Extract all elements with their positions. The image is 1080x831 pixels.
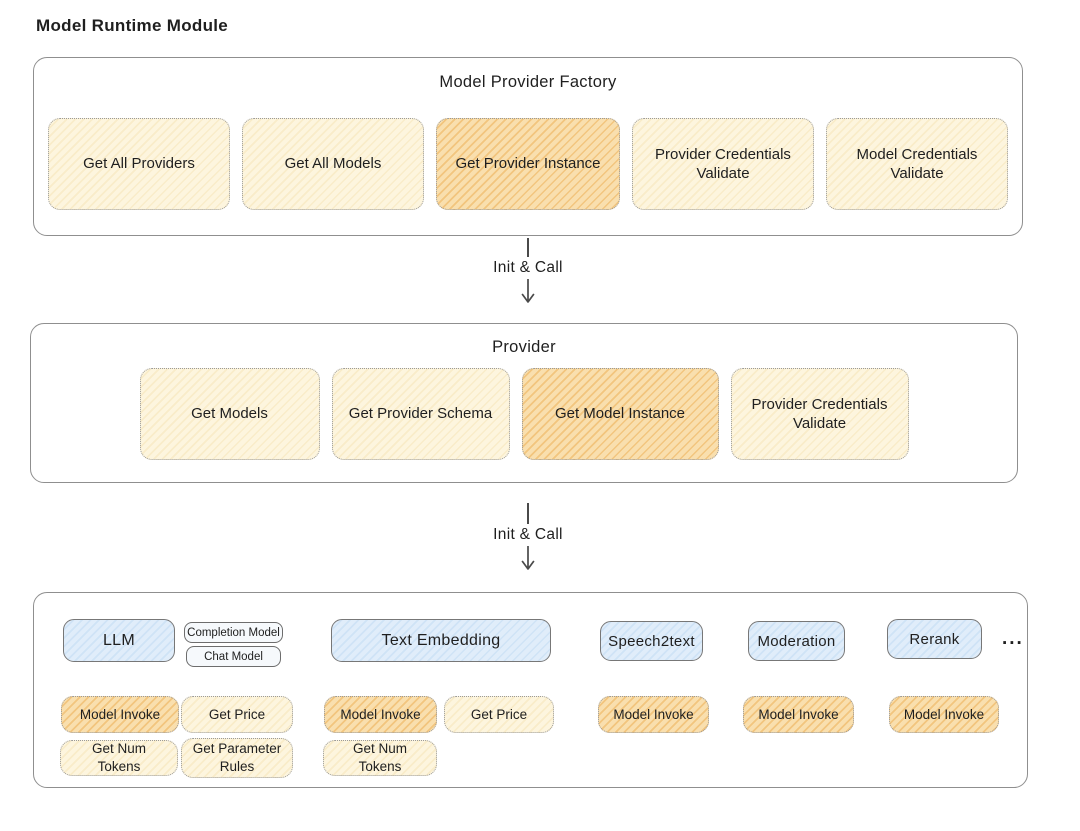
arrow-line xyxy=(527,503,529,524)
factory-panel-title: Model Provider Factory xyxy=(439,73,617,91)
llm-method-model-invoke: Model Invoke xyxy=(61,696,179,733)
text-embedding-method-get-price: Get Price xyxy=(444,696,554,733)
tag-chat-model: Chat Model xyxy=(186,646,281,667)
models-panel: LLM Completion Model Chat Model Model In… xyxy=(33,592,1043,805)
model-type-rerank: Rerank xyxy=(887,619,982,659)
moderation-method-model-invoke: Model Invoke xyxy=(743,696,854,733)
model-type-moderation: Moderation xyxy=(748,621,845,661)
factory-button-get-all-providers: Get All Providers xyxy=(48,118,230,210)
text-embedding-method-get-num-tokens: Get Num Tokens xyxy=(323,740,437,776)
arrow-down-icon xyxy=(521,279,535,303)
provider-button-row: Get Models Get Provider Schema Get Model… xyxy=(31,368,1017,460)
llm-method-get-num-tokens: Get Num Tokens xyxy=(60,740,178,776)
tag-completion-model: Completion Model xyxy=(184,622,283,643)
llm-method-get-price: Get Price xyxy=(181,696,293,733)
arrow-label: Init & Call xyxy=(493,259,563,276)
provider-button-provider-credentials-validate: Provider Credentials Validate xyxy=(730,368,909,460)
provider-button-get-models: Get Models xyxy=(139,368,320,460)
provider-button-get-model-instance: Get Model Instance xyxy=(521,368,719,460)
model-type-llm: LLM xyxy=(63,619,175,662)
arrow-line xyxy=(527,238,529,257)
arrow-factory-to-provider: Init & Call xyxy=(468,238,588,307)
factory-button-row: Get All Providers Get All Models Get Pro… xyxy=(34,118,1022,210)
arrow-provider-to-models: Init & Call xyxy=(468,503,588,574)
provider-panel-title: Provider xyxy=(492,338,556,356)
factory-button-model-credentials-validate: Model Credentials Validate xyxy=(825,118,1008,210)
provider-button-get-provider-schema: Get Provider Schema xyxy=(331,368,510,460)
rerank-method-model-invoke: Model Invoke xyxy=(889,696,999,733)
model-type-text-embedding: Text Embedding xyxy=(331,619,551,662)
arrow-down-icon xyxy=(521,546,535,570)
model-type-speech2text: Speech2text xyxy=(600,621,703,661)
factory-button-get-all-models: Get All Models xyxy=(242,118,424,210)
factory-button-provider-credentials-validate: Provider Credentials Validate xyxy=(631,118,814,210)
factory-button-get-provider-instance: Get Provider Instance xyxy=(436,118,620,210)
llm-method-get-parameter-rules: Get Parameter Rules xyxy=(181,738,293,778)
text-embedding-method-model-invoke: Model Invoke xyxy=(324,696,437,733)
more-model-types-ellipsis: ... xyxy=(1002,628,1024,649)
factory-panel: Model Provider Factory Get All Providers… xyxy=(33,57,1023,236)
page-title: Model Runtime Module xyxy=(36,16,229,35)
speech2text-method-model-invoke: Model Invoke xyxy=(598,696,709,733)
provider-panel: Provider Get Models Get Provider Schema … xyxy=(30,323,1033,500)
arrow-label: Init & Call xyxy=(493,526,563,543)
